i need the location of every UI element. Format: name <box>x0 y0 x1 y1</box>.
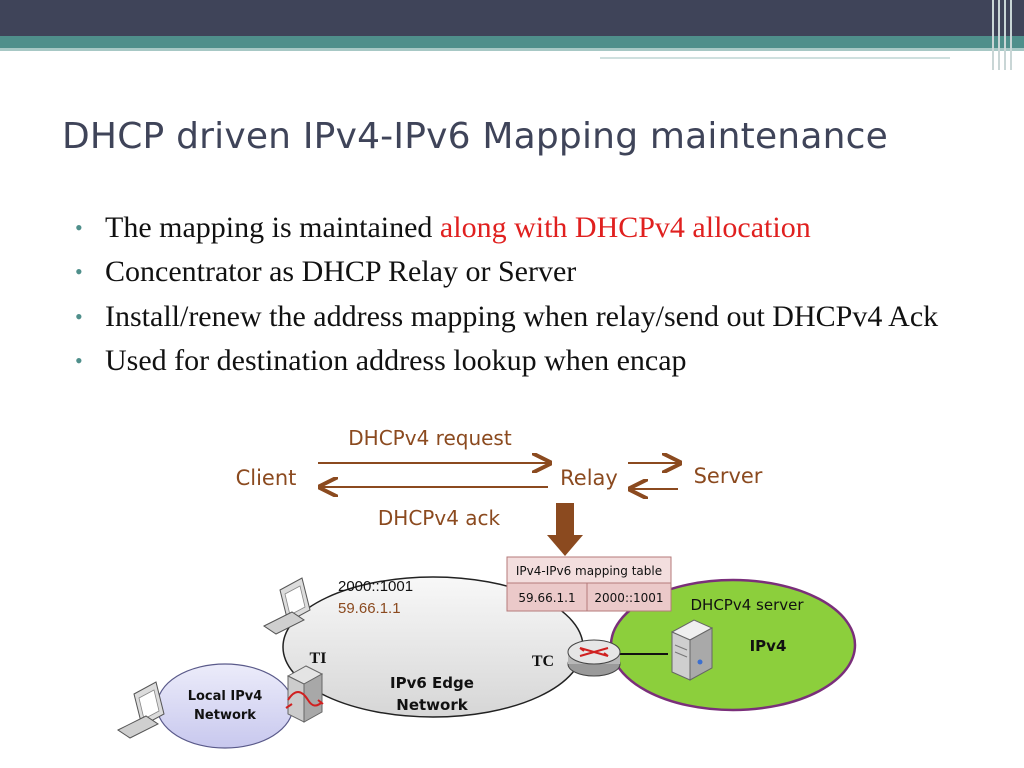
bullet-highlight: along with DHCPv4 allocation <box>439 211 811 244</box>
header-stripe-light <box>0 48 1024 51</box>
bullet-item: • Used for destination address lookup wh… <box>75 339 1005 383</box>
server-icon <box>670 619 714 681</box>
ti-label: TI <box>310 650 327 667</box>
bullet-dot-icon: • <box>75 348 83 373</box>
bullet-item: • Concentrator as DHCP Relay or Server <box>75 250 1005 294</box>
local-ipv4-network-cloud <box>156 663 294 749</box>
host-ipv6-address: 2000::1001 <box>338 578 413 595</box>
ipv4-cloud-label: IPv4 <box>750 637 787 655</box>
down-arrow-icon <box>547 503 583 556</box>
dhcp-request-label: DHCPv4 request <box>348 426 512 450</box>
server-label: Server <box>694 464 763 488</box>
host-ipv4-address: 59.66.1.1 <box>338 600 401 617</box>
bullet-list: • The mapping is maintained along with D… <box>75 206 1005 383</box>
bullet-dot-icon: • <box>75 215 83 240</box>
bullet-dot-icon: • <box>75 259 83 284</box>
slide-title: DHCP driven IPv4-IPv6 Mapping maintenanc… <box>62 116 888 157</box>
bullet-text: Used for destination address lookup when… <box>105 344 687 377</box>
mapping-table-ipv6-cell: 2000::1001 <box>594 591 663 605</box>
bullet-text: Concentrator as DHCP Relay or Server <box>105 255 577 288</box>
header-stripe <box>0 36 1024 48</box>
mapping-table-ipv4-cell: 59.66.1.1 <box>518 591 575 605</box>
bullet-item: • The mapping is maintained along with D… <box>75 206 1005 250</box>
bullet-text: The mapping is maintained <box>105 211 440 244</box>
bullet-item: • Install/renew the address mapping when… <box>75 297 1005 337</box>
host-computer-icon <box>263 577 311 635</box>
relay-label: Relay <box>560 466 618 490</box>
accent-line <box>600 57 950 59</box>
bullet-dot-icon: • <box>75 304 83 329</box>
header-bar <box>0 0 1024 36</box>
mapping-table-header: IPv4-IPv6 mapping table <box>516 564 662 578</box>
local-network-label-line2: Network <box>194 708 256 723</box>
corner-decoration <box>992 0 1014 70</box>
tc-label: TC <box>532 653 554 670</box>
client-label: Client <box>236 466 297 490</box>
bullet-text: Install/renew the address mapping when r… <box>105 300 939 333</box>
mapping-table: IPv4-IPv6 mapping table 59.66.1.1 2000::… <box>506 556 672 612</box>
dhcp-ack-label: DHCPv4 ack <box>378 506 501 530</box>
local-computer-icon <box>117 681 165 739</box>
local-network-label-line1: Local IPv4 <box>188 689 263 704</box>
edge-network-label-line2: Network <box>396 696 468 714</box>
router-icon <box>567 639 621 677</box>
dhcp-server-label: DHCPv4 server <box>690 596 804 614</box>
edge-network-label-line1: IPv6 Edge <box>390 674 474 692</box>
tunnel-initiator-device-icon <box>285 665 324 723</box>
